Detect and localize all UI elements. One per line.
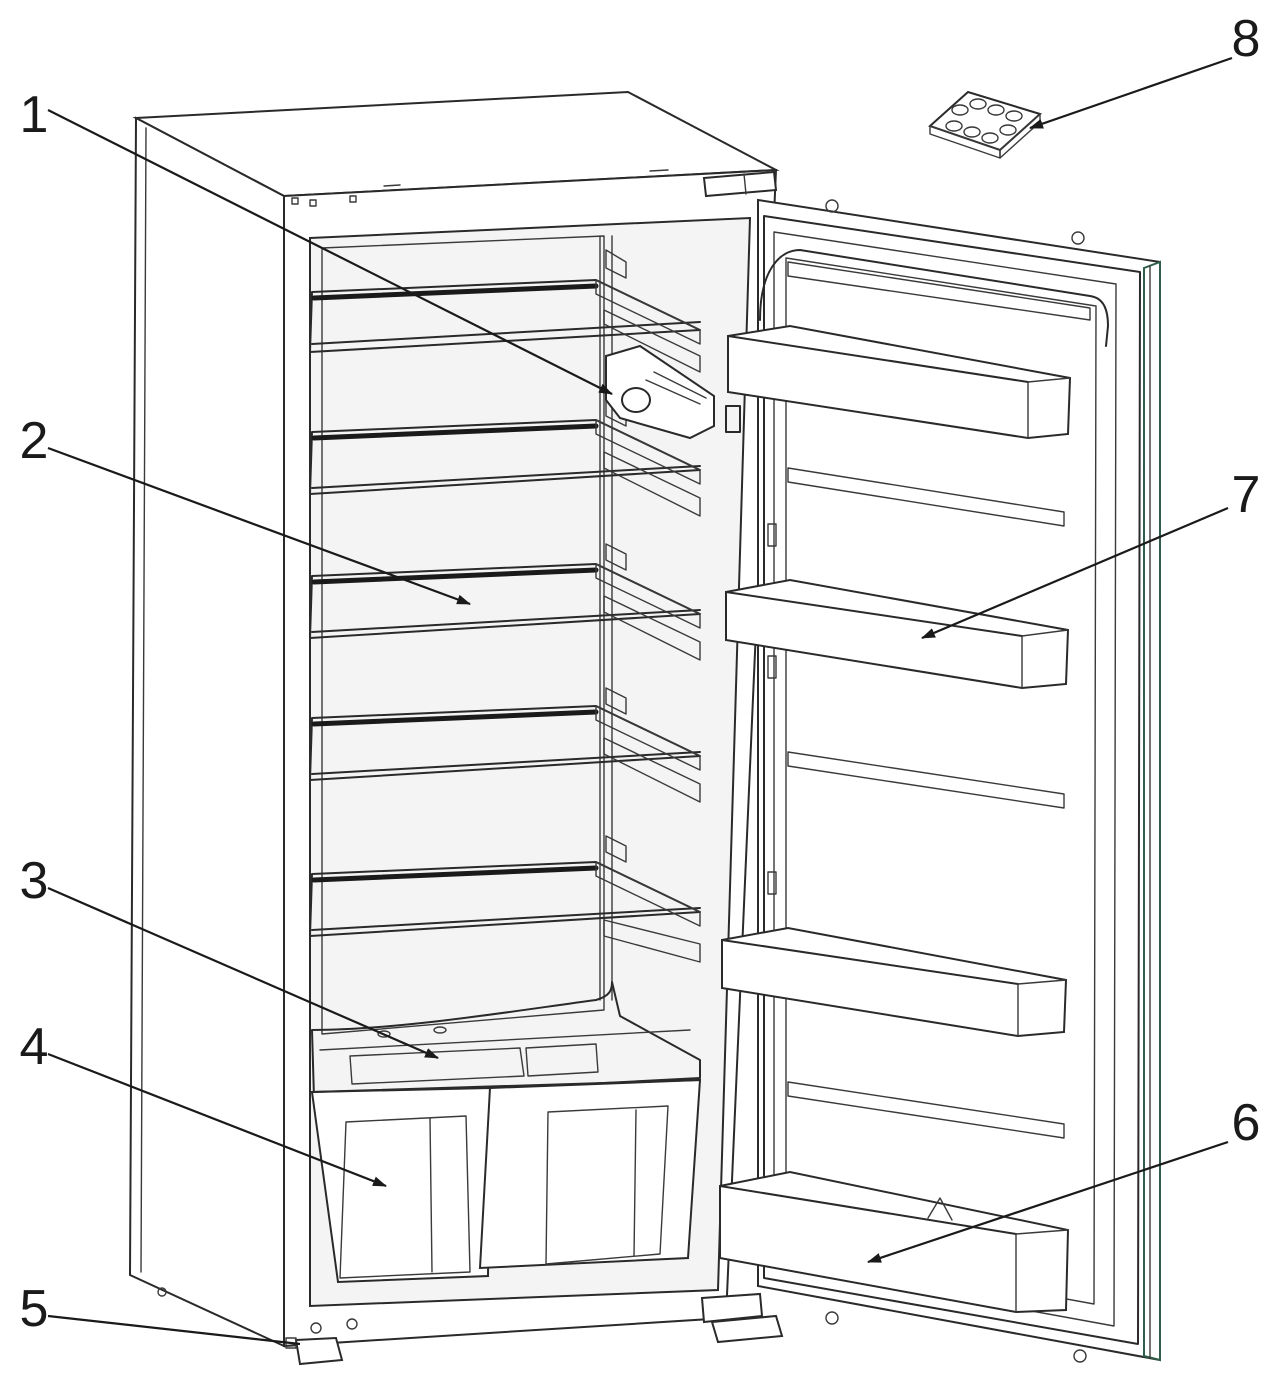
callout-2: 2 [20,412,471,606]
cabinet-left-side [128,116,285,1348]
callout-5-label: 5 [20,1280,49,1338]
crisper-left [310,1086,492,1284]
shelf-4 [309,705,701,803]
egg-tray [928,90,1042,159]
light-thermostat-unit [605,344,741,440]
callout-5: 5 [20,1280,301,1346]
callout-3: 3 [20,852,439,1060]
callout-1-label: 1 [20,86,49,144]
callouts: 1 2 3 4 5 6 7 8 [20,10,1261,1346]
callout-4: 4 [20,1018,387,1188]
bottom-hinge [700,1292,784,1344]
callout-8: 8 [1029,10,1261,130]
door-shelf-3 [721,926,1068,1038]
callout-8-label: 8 [1232,10,1261,68]
door-shelf-2 [725,578,1070,690]
callout-7: 7 [921,466,1261,640]
callout-1: 1 [20,86,613,395]
vegetable-crispers [310,1078,702,1284]
callout-3-label: 3 [20,852,49,910]
callout-4-label: 4 [20,1018,49,1076]
callout-6-label: 6 [1232,1094,1261,1152]
door [757,198,1161,1363]
glass-shelves [309,279,741,963]
shelf-1 [309,279,701,373]
crisper-cover [311,981,701,1099]
shelf-3 [309,563,701,661]
door-seal [1143,260,1161,1362]
bottle-rack [719,1170,1070,1314]
shelf-2 [309,419,701,517]
top-hinge [702,170,778,198]
callout-7-label: 7 [1232,466,1261,524]
callout-6: 6 [867,1094,1261,1264]
door-shelf-1 [727,324,1072,440]
shelf-5 [309,861,701,963]
crisper-right [478,1078,702,1270]
switch-button [725,405,741,433]
adjustable-foot [157,1287,344,1366]
callout-2-label: 2 [20,412,49,470]
